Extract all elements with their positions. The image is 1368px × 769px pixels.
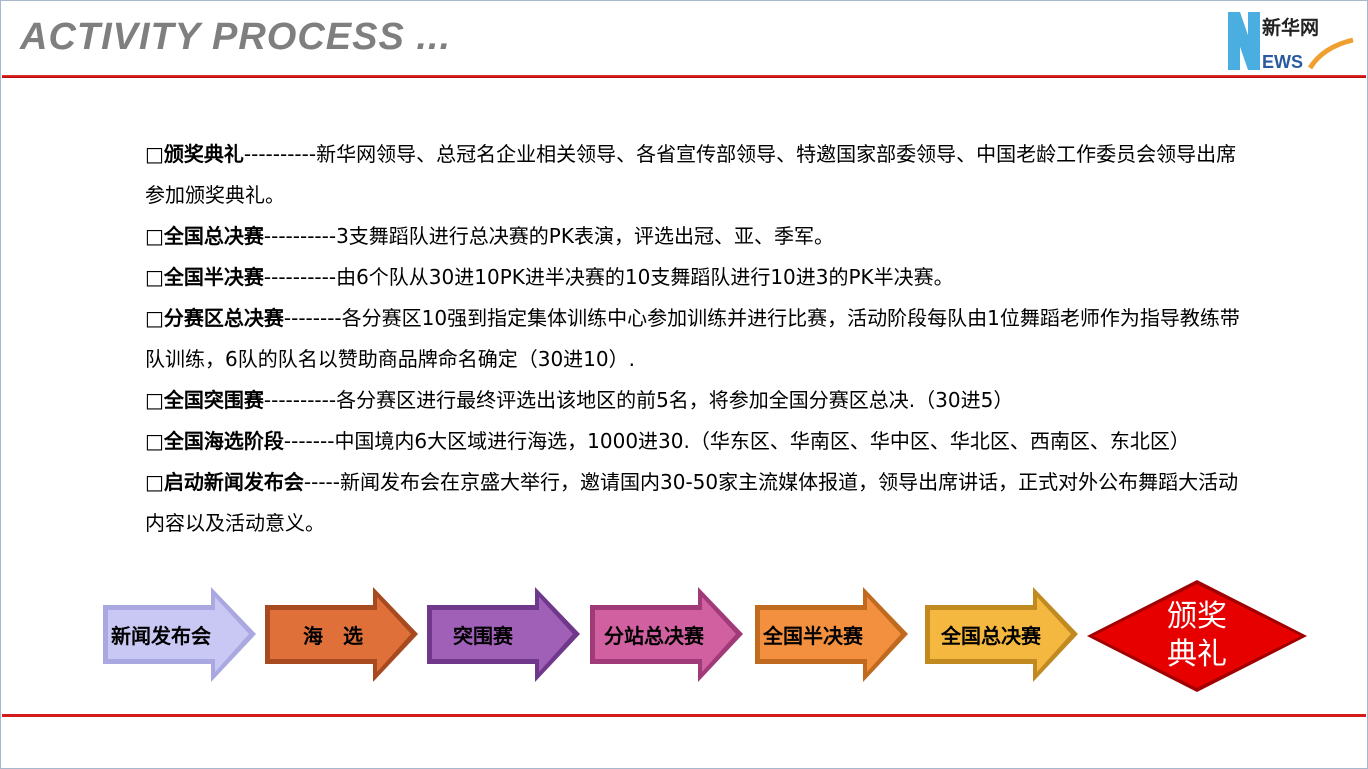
item-bullet: □	[145, 306, 164, 330]
item-text: 中国境内6大区域进行海选，1000进30.（华东区、华南区、华中区、华北区、西南…	[334, 429, 1190, 453]
item-bullet: □	[145, 470, 164, 494]
item-text: 各分赛区10强到指定集体训练中心参加训练并进行比赛，活动阶段每队由1位舞蹈老师作…	[145, 306, 1240, 371]
item-text: 由6个队从30进10PK进半决赛的10支舞蹈队进行10进3的PK半决赛。	[336, 265, 954, 289]
item-dashes: ----------	[263, 224, 337, 248]
flow-step-arrow: 海 选	[265, 587, 418, 682]
xinhua-news-logo: 新华网 EWS	[1228, 12, 1358, 72]
item-dashes: ----------	[263, 388, 337, 412]
final-label-line1: 颁奖	[1167, 599, 1227, 634]
process-description: □颁奖典礼----------新华网领导、总冠名企业相关领导、各省宣传部领导、特…	[145, 134, 1245, 544]
item-dashes: --------	[283, 306, 342, 330]
item-dashes: -----	[303, 470, 340, 494]
item-title: 全国海选阶段	[163, 429, 284, 453]
item-bullet: □	[145, 388, 164, 412]
process-item: □颁奖典礼----------新华网领导、总冠名企业相关领导、各省宣传部领导、特…	[145, 134, 1245, 216]
process-item: □启动新闻发布会-----新闻发布会在京盛大举行，邀请国内30-50家主流媒体报…	[145, 462, 1245, 544]
item-dashes: ----------	[263, 265, 337, 289]
final-label-line2: 典礼	[1167, 637, 1227, 672]
page-title: ACTIVITY PROCESS ...	[20, 16, 452, 58]
award-ceremony-diamond: 颁奖典礼	[1087, 580, 1307, 692]
item-title: 全国半决赛	[163, 265, 264, 289]
item-title: 全国突围赛	[163, 388, 264, 412]
flow-step-label: 全国总决赛	[941, 624, 1041, 648]
svg-text:新华网: 新华网	[1262, 16, 1319, 39]
svg-text:EWS: EWS	[1262, 52, 1303, 72]
process-item: □全国总决赛----------3支舞蹈队进行总决赛的PK表演，评选出冠、亚、季…	[145, 216, 1245, 257]
item-text: 新华网领导、总冠名企业相关领导、各省宣传部领导、特邀国家部委领导、中国老龄工作委…	[145, 142, 1237, 207]
process-item: □全国海选阶段-------中国境内6大区域进行海选，1000进30.（华东区、…	[145, 421, 1245, 462]
item-text: 新闻发布会在京盛大举行，邀请国内30-50家主流媒体报道，领导出席讲话，正式对外…	[145, 470, 1239, 535]
footer-divider	[2, 714, 1366, 717]
item-dashes: -------	[283, 429, 335, 453]
item-title: 全国总决赛	[163, 224, 264, 248]
flow-step-arrow: 新闻发布会	[103, 587, 256, 682]
item-title: 分赛区总决赛	[163, 306, 284, 330]
item-dashes: ----------	[243, 142, 317, 166]
flow-step-arrow: 突围赛	[427, 587, 580, 682]
item-bullet: □	[145, 224, 164, 248]
flow-step-label: 新闻发布会	[111, 624, 211, 648]
item-bullet: □	[145, 142, 164, 166]
item-title: 颁奖典礼	[163, 142, 244, 166]
item-text: 各分赛区进行最终评选出该地区的前5名，将参加全国分赛区总决.（30进5）	[336, 388, 1014, 412]
item-title: 启动新闻发布会	[163, 470, 304, 494]
flow-step-arrow: 全国总决赛	[925, 587, 1078, 682]
flow-step-label: 全国半决赛	[763, 624, 863, 648]
flow-step-label: 突围赛	[453, 624, 513, 648]
process-item: □分赛区总决赛--------各分赛区10强到指定集体训练中心参加训练并进行比赛…	[145, 298, 1245, 380]
process-item: □全国半决赛----------由6个队从30进10PK进半决赛的10支舞蹈队进…	[145, 257, 1245, 298]
flow-step-arrow: 分站总决赛	[590, 587, 743, 682]
process-item: □全国突围赛----------各分赛区进行最终评选出该地区的前5名，将参加全国…	[145, 380, 1245, 421]
item-bullet: □	[145, 265, 164, 289]
flow-step-arrow: 全国半决赛	[755, 587, 908, 682]
flow-step-label: 海 选	[303, 624, 363, 648]
item-text: 3支舞蹈队进行总决赛的PK表演，评选出冠、亚、季军。	[336, 224, 834, 248]
item-bullet: □	[145, 429, 164, 453]
flow-step-label: 分站总决赛	[604, 624, 704, 648]
header-divider	[2, 75, 1366, 78]
